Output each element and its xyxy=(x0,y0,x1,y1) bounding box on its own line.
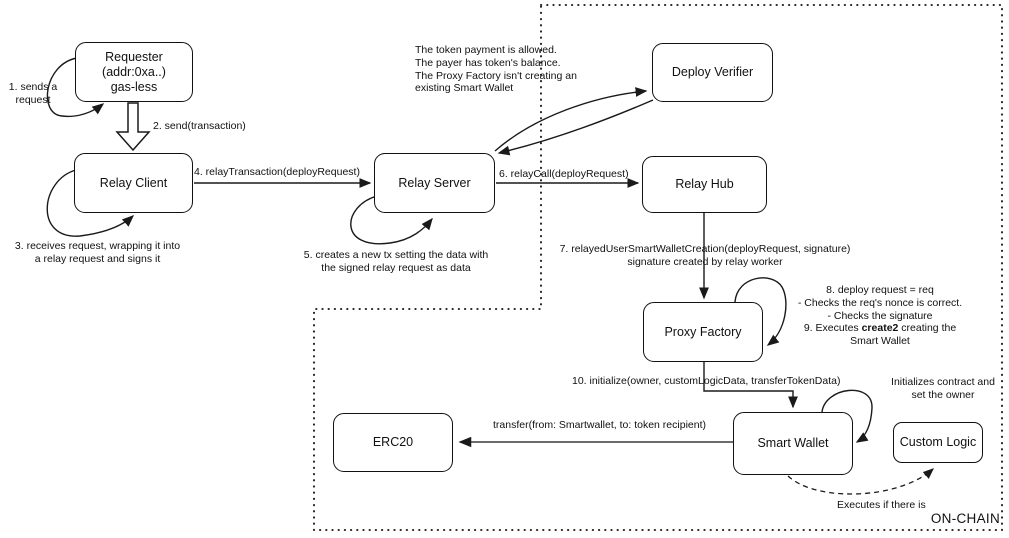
node-smart-wallet: Smart Wallet xyxy=(733,412,853,475)
label-transfer: transfer(from: Smartwallet, to: token re… xyxy=(493,419,706,431)
arrow-deploy-verifier-to-relay-server xyxy=(497,99,654,156)
label-step-8-9: 8. deploy request = req - Checks the req… xyxy=(780,284,980,348)
node-proxy-factory: Proxy Factory xyxy=(643,302,763,362)
label-step-8-9-tail: creating the Smart Wallet xyxy=(850,322,957,348)
label-step-8-9-create2: create2 xyxy=(861,322,899,335)
block-arrow-send-transaction xyxy=(115,102,151,152)
node-requester: Requester (addr:0xa..) gas-less xyxy=(75,42,193,102)
node-deploy-verifier: Deploy Verifier xyxy=(652,43,773,102)
label-step-2: 2. send(transaction) xyxy=(153,120,246,132)
node-erc20: ERC20 xyxy=(333,413,453,472)
node-relay-server: Relay Server xyxy=(374,153,495,213)
label-step-10: 10. initialize(owner, customLogicData, t… xyxy=(572,375,841,387)
label-step-1: 1. sends a request xyxy=(8,81,58,106)
loop-relay-server xyxy=(350,195,433,245)
label-initializes-note: Initializes contract and set the owner xyxy=(891,376,995,401)
arrow-relay-server-to-deploy-verifier xyxy=(494,87,648,152)
onchain-boundary xyxy=(312,3,1004,532)
label-onchain: ON-CHAIN xyxy=(930,511,1000,526)
label-step-5: 5. creates a new tx setting the data wit… xyxy=(303,249,489,274)
label-step-3: 3. receives request, wrapping it into a … xyxy=(14,240,181,265)
loop-relay-client xyxy=(46,169,135,237)
arrow-smart-wallet-to-custom-logic xyxy=(787,468,934,495)
loop-smart-wallet xyxy=(821,389,873,443)
node-custom-logic: Custom Logic xyxy=(893,422,983,463)
loop-proxy-factory xyxy=(734,277,787,346)
node-relay-client: Relay Client xyxy=(74,153,193,213)
label-step-8-9-text: 8. deploy request = req - Checks the req… xyxy=(797,284,963,335)
node-relay-hub: Relay Hub xyxy=(642,156,767,213)
loop-requester xyxy=(46,57,105,118)
label-verifier-note: The token payment is allowed. The payer … xyxy=(415,44,577,95)
arrow-proxy-factory-to-smart-wallet xyxy=(703,362,798,409)
label-executes-note: Executes if there is xyxy=(837,499,926,511)
label-step-7: 7. relayedUserSmartWalletCreation(deploy… xyxy=(559,243,851,268)
label-step-6: 6. relayCall(deployRequest) xyxy=(499,168,629,180)
label-step-4: 4. relayTransaction(deployRequest) xyxy=(194,166,360,178)
